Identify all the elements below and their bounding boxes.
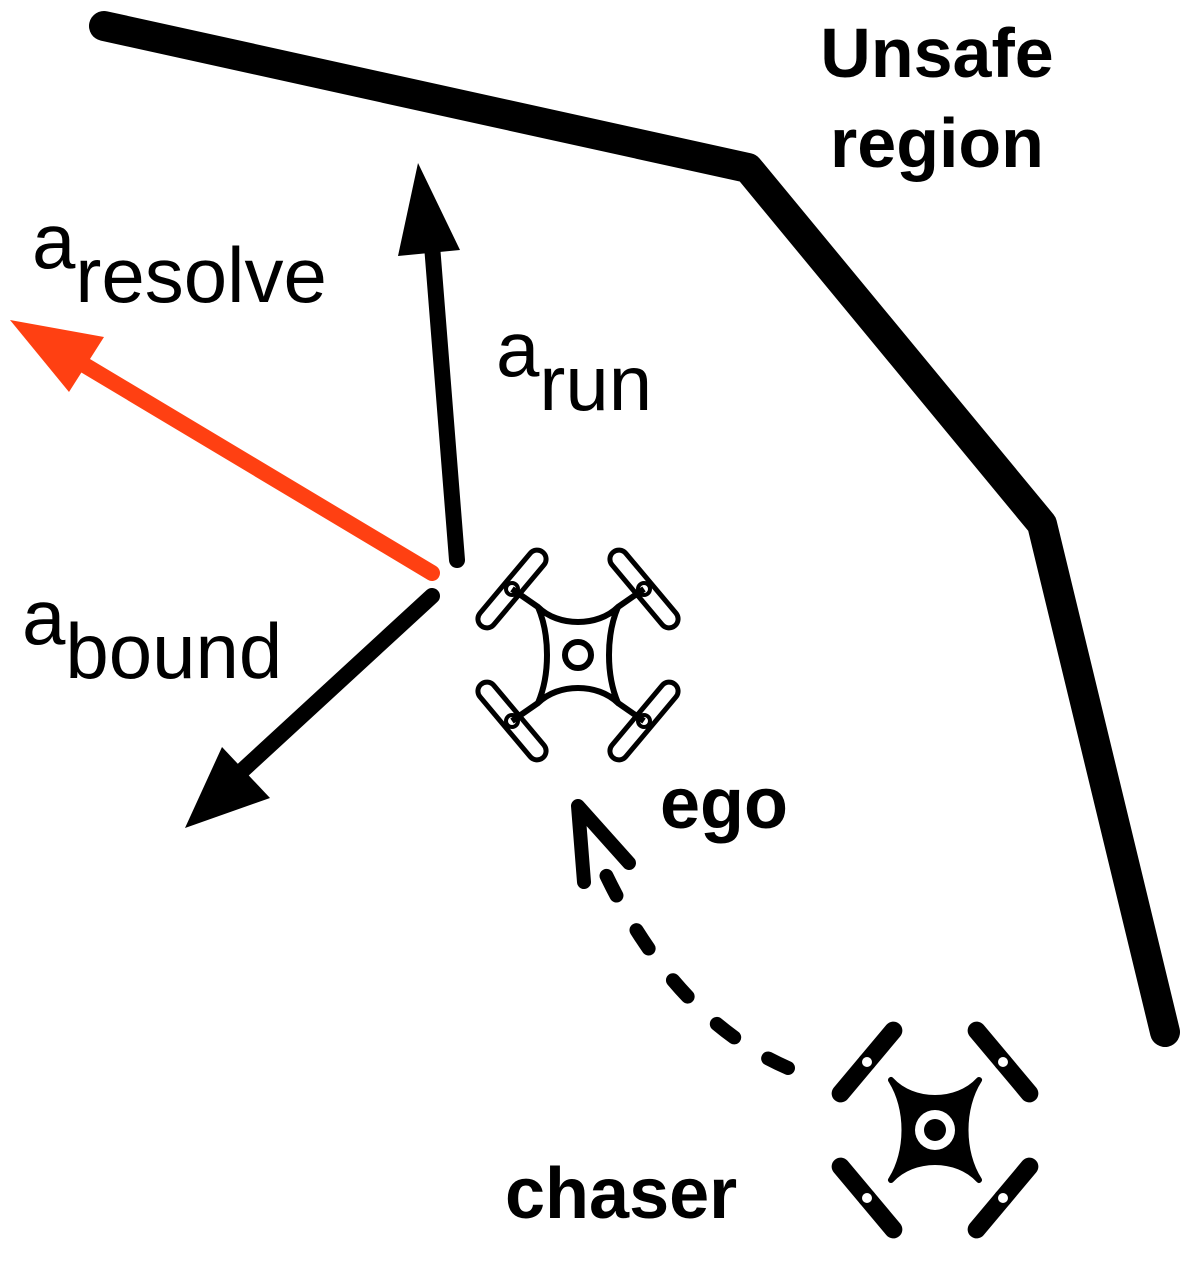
ego-label: ego bbox=[660, 764, 789, 844]
unsafe-region-boundary bbox=[89, 11, 1180, 1047]
bound-vector-base: a bbox=[22, 573, 66, 661]
chaser-label: chaser bbox=[505, 1154, 738, 1234]
bound-vector-label: abound bbox=[22, 578, 282, 690]
run-vector-label: arun bbox=[496, 310, 652, 422]
run-vector-arrow bbox=[398, 163, 465, 568]
chaser-drone-icon bbox=[828, 1018, 1042, 1242]
run-vector-base: a bbox=[496, 305, 540, 393]
bound-vector-arrow bbox=[185, 588, 440, 828]
resolve-vector-arrow bbox=[10, 320, 440, 581]
ego-drone-icon bbox=[474, 546, 681, 763]
unsafe-region-label-line2: region bbox=[830, 104, 1044, 182]
resolve-vector-subscript: resolve bbox=[75, 231, 327, 319]
unsafe-region-label: Unsafe region bbox=[792, 18, 1082, 178]
unsafe-region-label-line1: Unsafe bbox=[820, 14, 1054, 92]
bound-vector-subscript: bound bbox=[65, 607, 283, 695]
resolve-vector-label: aresolve bbox=[32, 202, 327, 314]
run-vector-subscript: run bbox=[539, 339, 653, 427]
resolve-vector-base: a bbox=[32, 197, 76, 285]
chaser-path-arrow bbox=[571, 799, 795, 1075]
